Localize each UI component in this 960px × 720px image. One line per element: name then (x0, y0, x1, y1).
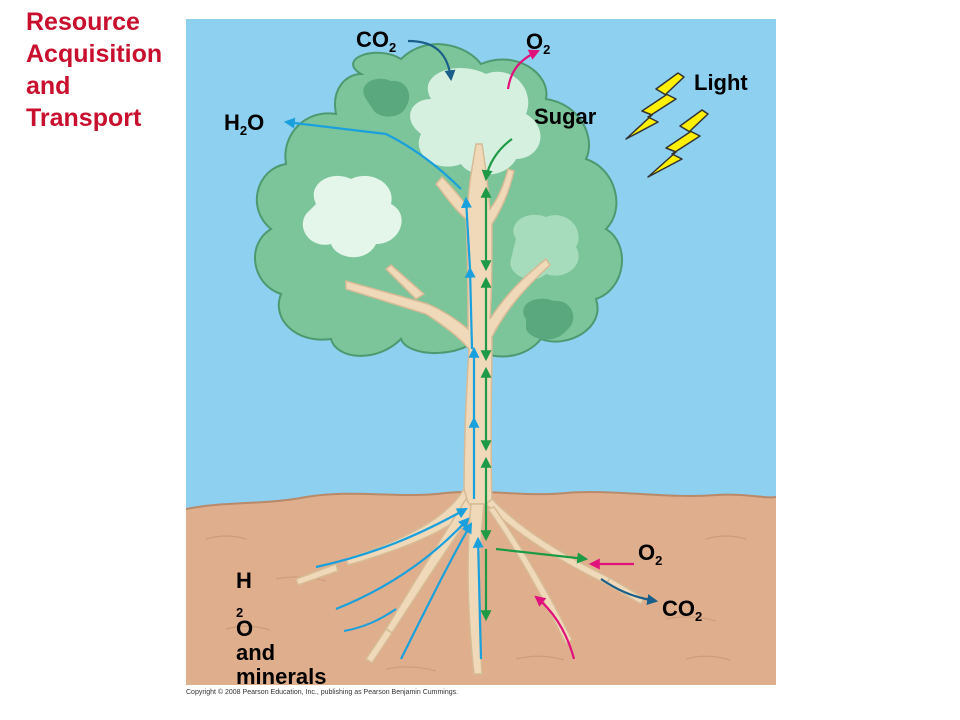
h2o-minerals-line2: and (236, 640, 276, 665)
title-line-1: Resource (26, 8, 140, 36)
title-line-2: Acquisition (26, 40, 163, 68)
sugar-flow-arrows (480, 138, 589, 622)
co2-out-root-arrow (600, 578, 659, 606)
title-line-3: and (26, 72, 71, 100)
oxygen-in-soil-arrow (534, 595, 576, 660)
title-line-4: Transport (26, 104, 142, 132)
soil (186, 491, 776, 685)
light-icon (625, 72, 709, 178)
copyright-notice: Copyright © 2008 Pearson Education, Inc.… (186, 689, 459, 696)
slide-title: Resource Acquisition and Transport (26, 6, 162, 134)
tree-diagram (186, 19, 776, 685)
co2-root-label: CO2 (662, 596, 703, 624)
sugar-label: Sugar (534, 104, 597, 129)
oxygen-out-arrow (506, 49, 540, 90)
co2-top-label: CO2 (356, 27, 397, 55)
h2o-minerals-pointer (343, 608, 397, 632)
h2o-leaf-label: H2O (224, 110, 265, 138)
light-label: Light (694, 70, 748, 95)
o2-top-label: O2 (526, 29, 551, 57)
h2o-minerals-line3: minerals (236, 664, 327, 686)
o2-root-label: O2 (638, 540, 663, 568)
co2-in-arrow (407, 39, 456, 82)
water-flow-arrows (283, 117, 484, 660)
